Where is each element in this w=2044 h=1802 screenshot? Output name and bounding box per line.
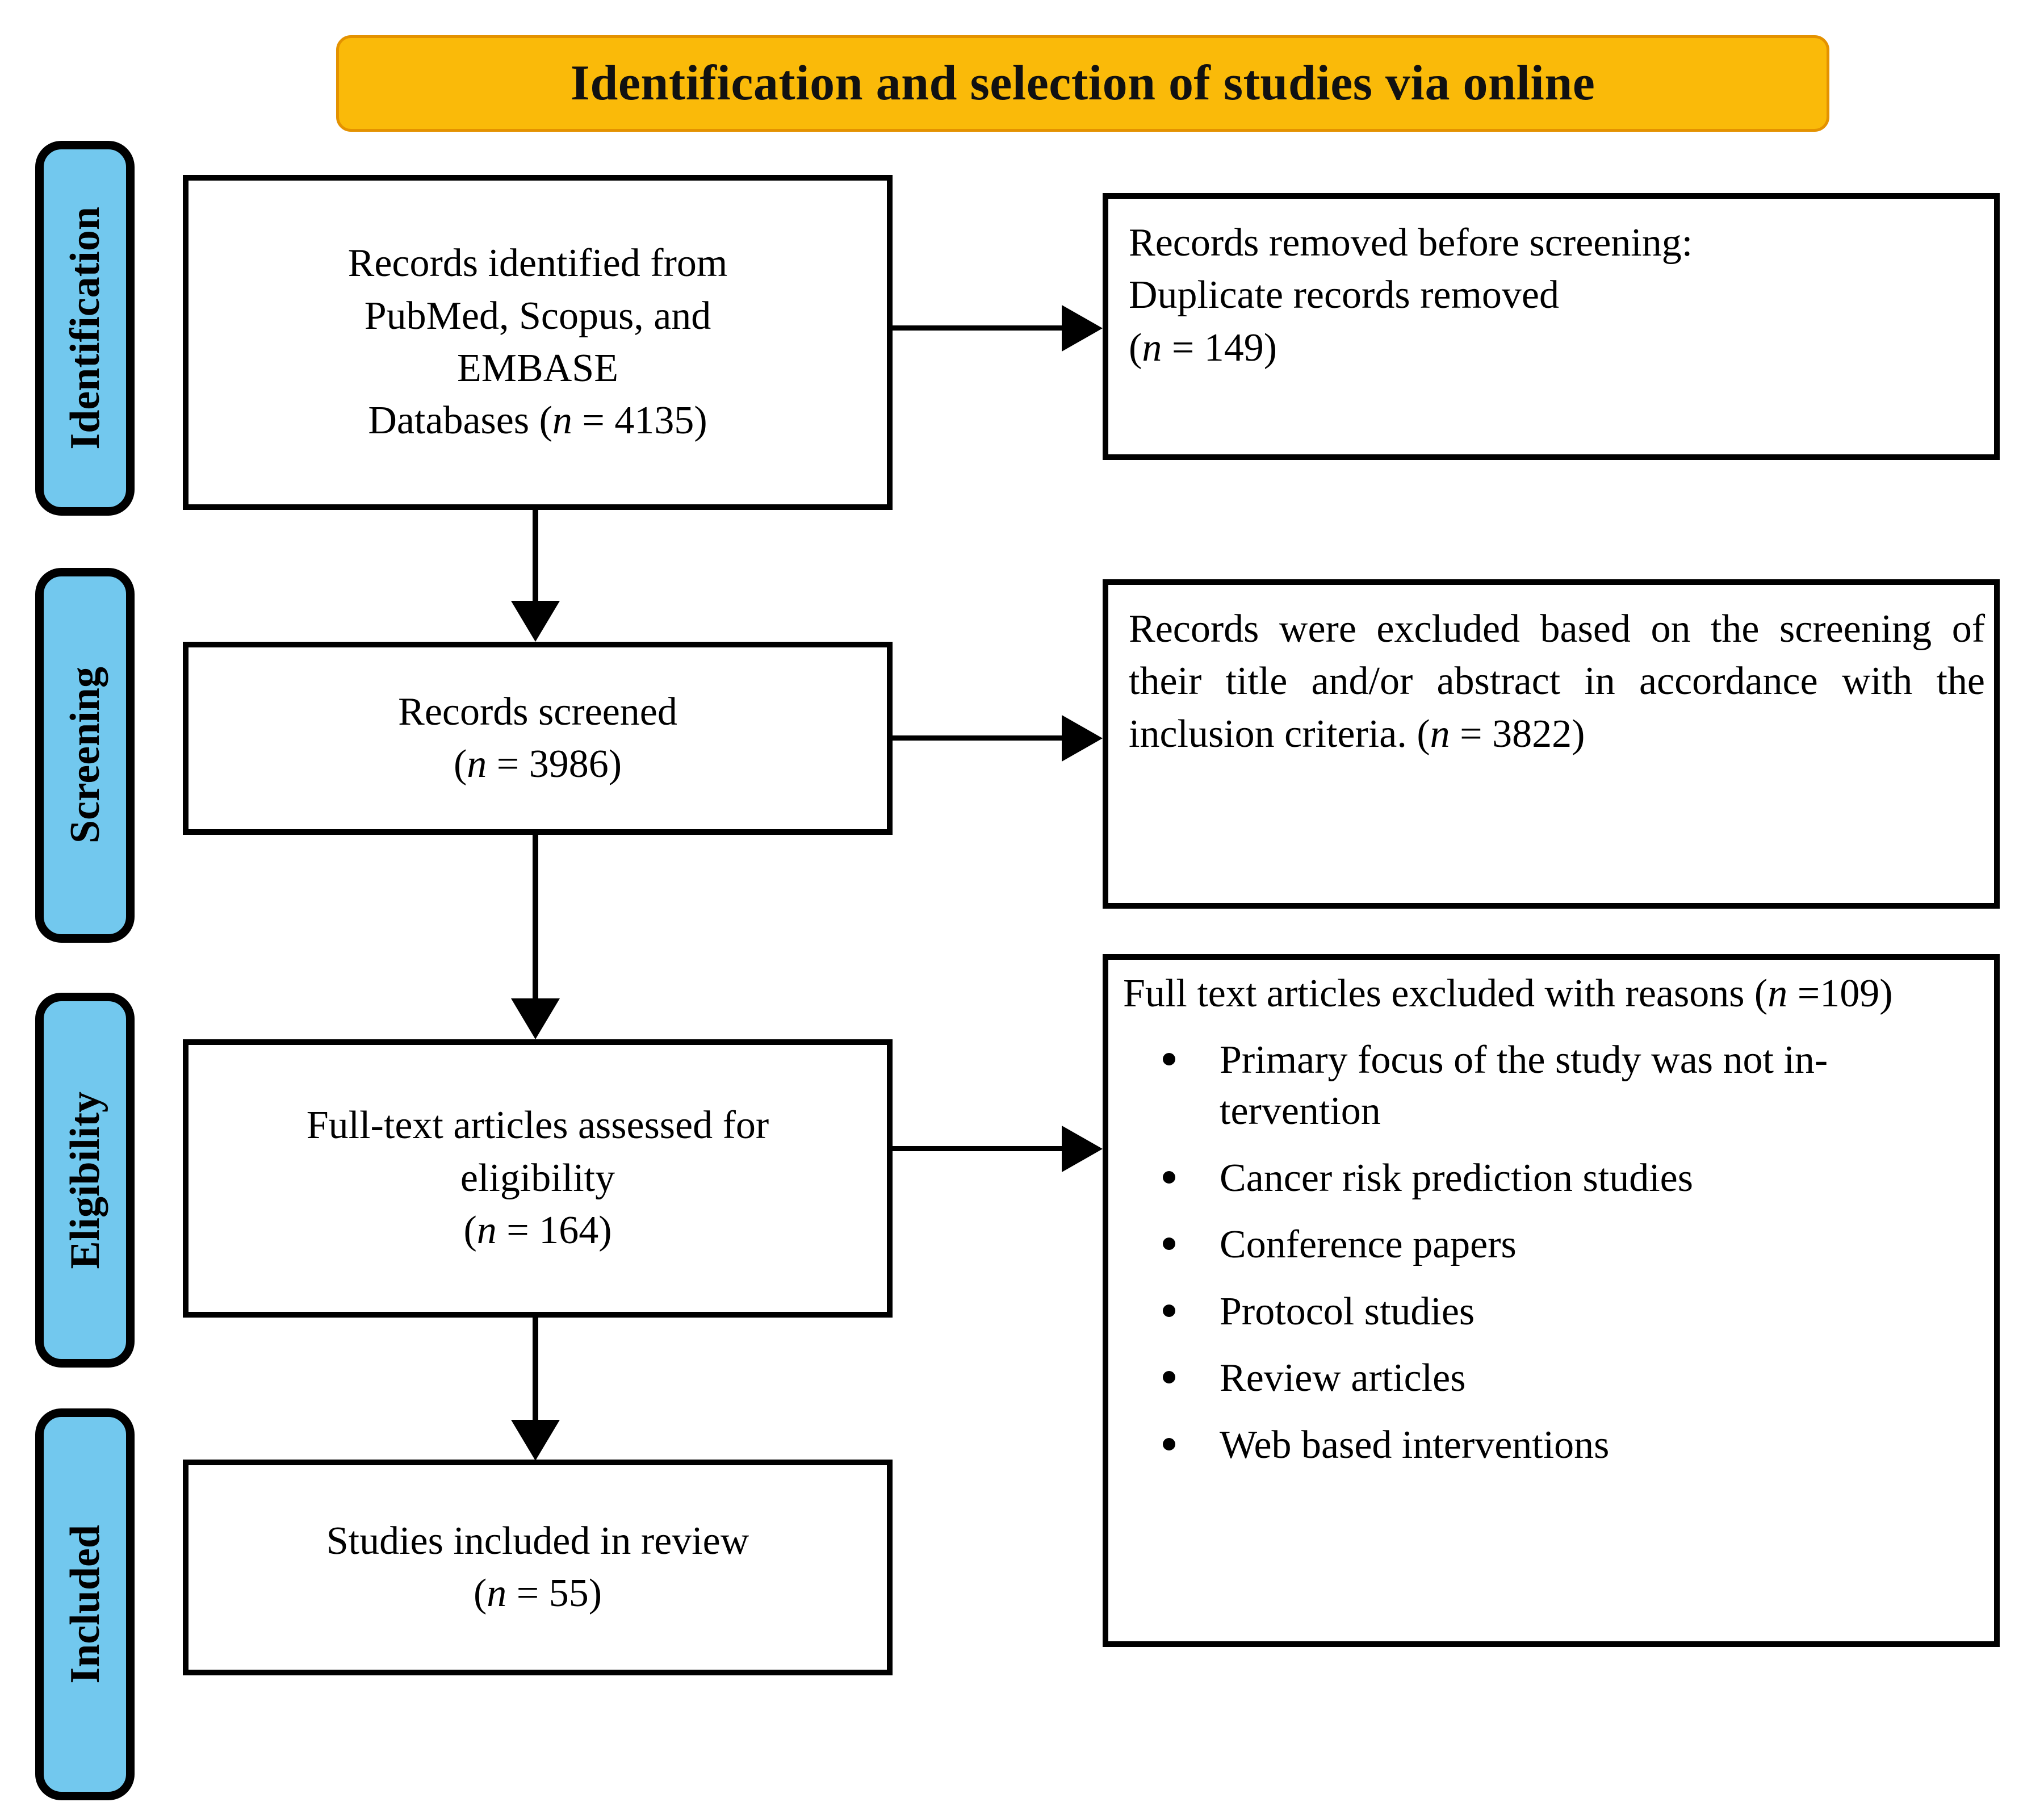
diagram-title-banner: Identification and selection of studies … bbox=[336, 35, 1829, 132]
arrowhead-icon bbox=[511, 1420, 560, 1461]
fulltext-line-1: Full-text articles assessed for bbox=[306, 1103, 769, 1148]
stage-label-identification: Identification bbox=[35, 141, 135, 516]
fulltext-line-2: eligibility bbox=[460, 1156, 615, 1200]
records-removed-line-2: Duplicate records removed bbox=[1129, 273, 1560, 317]
bullet-icon bbox=[1163, 1371, 1175, 1384]
list-item: Web based interventions bbox=[1123, 1420, 1979, 1471]
list-item-label: Web based interventions bbox=[1220, 1423, 1610, 1467]
records-identified-line-2: PubMed, Scopus, and bbox=[364, 294, 711, 338]
diagram-title: Identification and selection of studies … bbox=[570, 56, 1595, 111]
arrow-shaft bbox=[893, 325, 1063, 331]
reasons-heading: Full text articles excluded with reasons… bbox=[1123, 972, 1893, 1015]
arrowhead-icon bbox=[1062, 1126, 1103, 1172]
stage-label-text: Identification bbox=[61, 207, 108, 450]
studies-included-count: (n = 55) bbox=[473, 1571, 602, 1615]
list-item: Cancer risk prediction studies bbox=[1123, 1153, 1979, 1204]
box-records-screened: Records screened (n = 3986) bbox=[183, 642, 893, 835]
list-item: Review articles bbox=[1123, 1353, 1979, 1404]
box-studies-included: Studies included in review (n = 55) bbox=[183, 1460, 893, 1675]
list-item-label: Cancer risk prediction studies bbox=[1220, 1156, 1693, 1200]
arrow-shaft bbox=[533, 510, 538, 602]
list-item: Conference papers bbox=[1123, 1219, 1979, 1270]
records-removed-line-1: Records removed before screening: bbox=[1129, 221, 1693, 265]
box-records-identified: Records identified from PubMed, Scopus, … bbox=[183, 175, 893, 510]
bullet-icon bbox=[1163, 1437, 1175, 1450]
exclusion-reasons-list: Primary focus of the study was not in-te… bbox=[1123, 1035, 1979, 1470]
stage-label-text: Included bbox=[61, 1525, 108, 1684]
arrow-shaft bbox=[893, 1146, 1063, 1151]
box-excluded-with-reasons: Full text articles excluded with reasons… bbox=[1103, 954, 2000, 1647]
records-identified-line-1: Records identified from bbox=[347, 241, 728, 286]
arrow-shaft bbox=[893, 735, 1063, 741]
arrowhead-icon bbox=[511, 998, 560, 1039]
list-item-label: Conference papers bbox=[1220, 1223, 1517, 1267]
records-screened-count: (n = 3986) bbox=[453, 742, 622, 786]
list-item-label: Review articles bbox=[1220, 1356, 1466, 1400]
records-excluded-text: Records were excluded based on the scree… bbox=[1129, 607, 1985, 756]
stage-label-text: Eligibility bbox=[61, 1091, 108, 1269]
box-fulltext-assessed: Full-text articles assessed for eligibil… bbox=[183, 1039, 893, 1318]
records-identified-count: Databases (n = 4135) bbox=[368, 399, 707, 443]
studies-included-line-1: Studies included in review bbox=[326, 1519, 749, 1563]
arrow-shaft bbox=[533, 1318, 538, 1421]
bullet-icon bbox=[1163, 1237, 1175, 1251]
bullet-icon bbox=[1163, 1170, 1175, 1184]
records-identified-line-3: EMBASE bbox=[457, 346, 618, 390]
list-item-label: Protocol studies bbox=[1220, 1289, 1475, 1333]
stage-label-text: Screening bbox=[61, 667, 108, 844]
arrowhead-icon bbox=[1062, 715, 1103, 762]
arrowhead-icon bbox=[511, 601, 560, 642]
arrow-shaft bbox=[533, 835, 538, 1000]
list-item-label: Primary focus of the study was not in-te… bbox=[1220, 1038, 1828, 1133]
box-records-excluded: Records were excluded based on the scree… bbox=[1103, 579, 2000, 909]
stage-label-eligibility: Eligibility bbox=[35, 993, 135, 1368]
bullet-icon bbox=[1163, 1304, 1175, 1317]
list-item: Primary focus of the study was not in-te… bbox=[1123, 1035, 1979, 1136]
bullet-icon bbox=[1163, 1053, 1175, 1066]
stage-label-included: Included bbox=[35, 1408, 135, 1800]
list-item: Protocol studies bbox=[1123, 1286, 1979, 1337]
stage-label-screening: Screening bbox=[35, 568, 135, 943]
fulltext-count: (n = 164) bbox=[463, 1209, 612, 1253]
records-removed-count: (n = 149) bbox=[1129, 325, 1278, 370]
box-records-removed: Records removed before screening: Duplic… bbox=[1103, 193, 2000, 460]
arrowhead-icon bbox=[1062, 305, 1103, 352]
records-screened-line-1: Records screened bbox=[398, 689, 677, 734]
